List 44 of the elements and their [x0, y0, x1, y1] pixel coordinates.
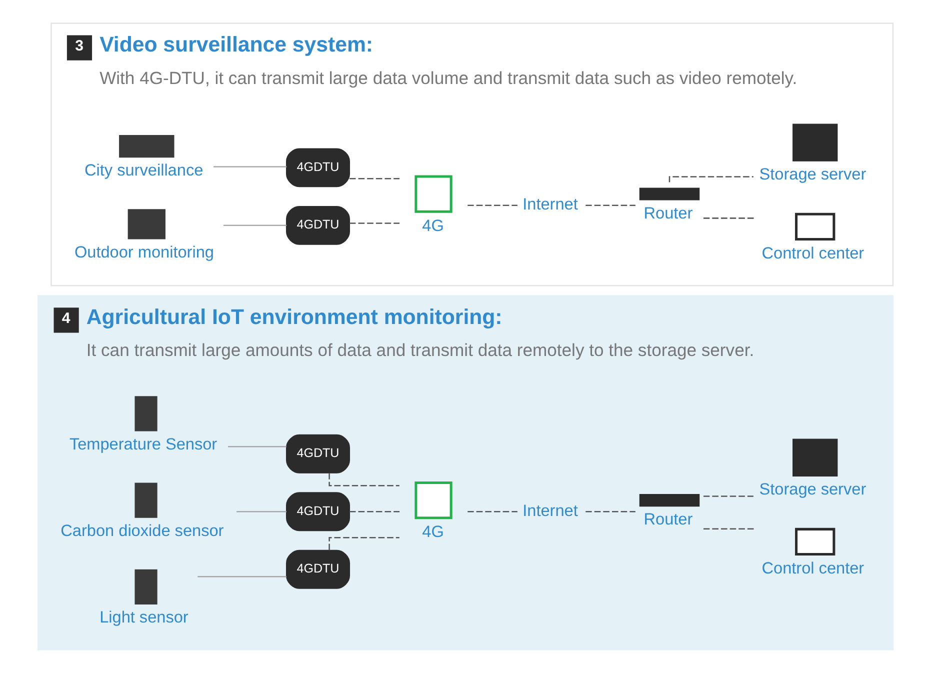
node-box	[792, 124, 838, 162]
node-label: Router	[643, 204, 692, 222]
connector	[467, 510, 517, 512]
node-box: 4GDTU	[285, 550, 350, 589]
connector	[349, 510, 400, 512]
connector	[702, 218, 756, 219]
node-label: Temperature Sensor	[68, 435, 217, 454]
node-text: Internet	[522, 502, 578, 520]
node-label: City surveillance	[84, 162, 203, 180]
node-label: Storage server	[758, 480, 866, 499]
connector	[585, 204, 635, 206]
node-text: Internet	[522, 196, 578, 214]
connector	[227, 446, 286, 448]
node-box	[134, 569, 157, 604]
node-box: 4GDTU	[285, 148, 350, 188]
node-label: Router	[643, 510, 692, 529]
connector	[213, 166, 286, 168]
connector	[585, 510, 635, 512]
node-label: Carbon dioxide sensor	[60, 522, 224, 540]
connector	[349, 178, 400, 180]
node-box	[792, 438, 838, 476]
node-box	[134, 396, 157, 432]
node-box	[638, 188, 700, 200]
node-label: 4G	[422, 523, 444, 542]
node-box	[134, 482, 157, 518]
connector	[467, 204, 517, 206]
node-label: 4G	[422, 216, 444, 235]
node-box	[118, 135, 174, 158]
node-box: 4GDTU	[285, 492, 350, 532]
connector	[236, 510, 286, 512]
connector	[349, 222, 400, 224]
node-label: Light sensor	[99, 608, 188, 627]
node-label: Outdoor monitoring	[74, 243, 214, 262]
connector	[702, 496, 753, 497]
node-box: 4GDTU	[285, 434, 350, 474]
connector	[197, 576, 286, 578]
node-label: Control center	[761, 560, 864, 578]
node-box	[127, 209, 165, 240]
connector	[222, 224, 286, 226]
node-box: 4GDTU	[285, 206, 350, 245]
node-label: Storage server	[758, 165, 866, 184]
node-label: Control center	[761, 244, 864, 263]
node-box	[638, 494, 700, 507]
connector	[702, 528, 756, 530]
